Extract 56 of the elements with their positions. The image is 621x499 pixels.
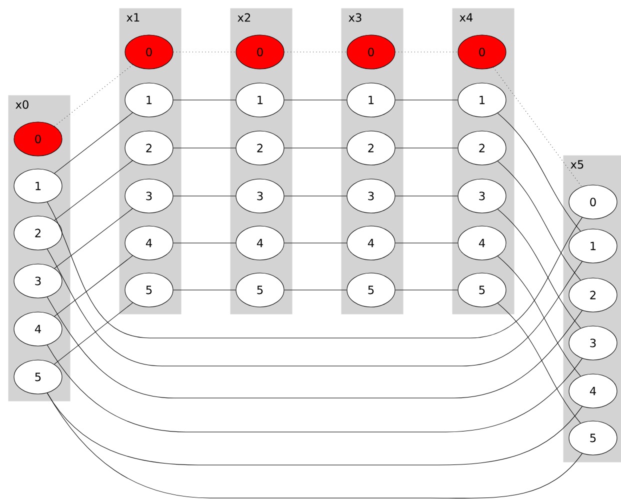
ellipse-node: 5	[236, 272, 284, 308]
connector-line	[46, 344, 582, 432]
connector-line	[46, 202, 582, 338]
connector-line	[54, 255, 133, 317]
connector-line	[46, 392, 582, 498]
connector-line	[173, 242, 236, 244]
ellipse-node: 5	[458, 272, 506, 308]
ellipse-node: 2	[124, 130, 174, 166]
ellipse-node: 4	[568, 374, 618, 408]
ellipse-node: 3	[458, 178, 506, 214]
ellipse-node: 3	[124, 178, 174, 214]
ellipse-node: 3	[346, 178, 396, 214]
ellipse-node: 4	[458, 226, 506, 260]
connector-line	[497, 208, 581, 328]
connector-line	[46, 296, 582, 398]
connector-line	[284, 242, 347, 244]
ellipse-node: 2	[236, 130, 284, 166]
ellipse-node: 5	[14, 360, 62, 394]
ellipse-node: 1	[236, 82, 284, 118]
ellipse-node: 2	[458, 130, 506, 166]
connector-line	[54, 64, 133, 126]
ellipse-node: 0	[236, 34, 284, 70]
ellipse-node: 0	[458, 34, 506, 70]
connector-line	[46, 248, 582, 366]
connector-line	[497, 112, 581, 232]
ellipse-node: 3	[14, 264, 62, 298]
ellipse-node: 3	[568, 326, 618, 360]
ellipse-node: 4	[124, 226, 174, 260]
connector-line	[54, 112, 133, 174]
connector-line	[395, 242, 458, 244]
ellipse-node: 1	[124, 82, 174, 118]
connector-line	[497, 256, 581, 376]
ellipse-node: 0	[124, 34, 174, 70]
ellipse-node: 1	[568, 228, 618, 264]
connector-line	[54, 208, 133, 269]
connector-line	[497, 302, 581, 424]
ellipse-node: 5	[568, 420, 618, 456]
ellipse-node: 1	[458, 82, 506, 118]
connector-line	[54, 302, 133, 364]
ellipse-node: 2	[568, 278, 618, 312]
ellipse-node: 3	[236, 178, 284, 214]
connector-line	[54, 160, 133, 221]
ellipse-node: 2	[14, 216, 62, 250]
ellipse-node: 4	[14, 312, 62, 346]
connector-line	[493, 67, 582, 187]
ellipse-node: 0	[346, 34, 396, 70]
ellipse-node: 4	[236, 226, 284, 260]
ellipse-node: 4	[346, 226, 396, 260]
connector-line	[497, 160, 581, 280]
ellipse-node: 2	[346, 130, 396, 166]
ellipse-node: 1	[14, 168, 62, 204]
ellipse-node: 5	[346, 272, 396, 308]
ellipse-node: 0	[568, 184, 618, 220]
ellipse-node: 0	[14, 122, 62, 156]
ellipse-node: 5	[124, 272, 174, 308]
ellipse-node: 1	[346, 82, 396, 118]
